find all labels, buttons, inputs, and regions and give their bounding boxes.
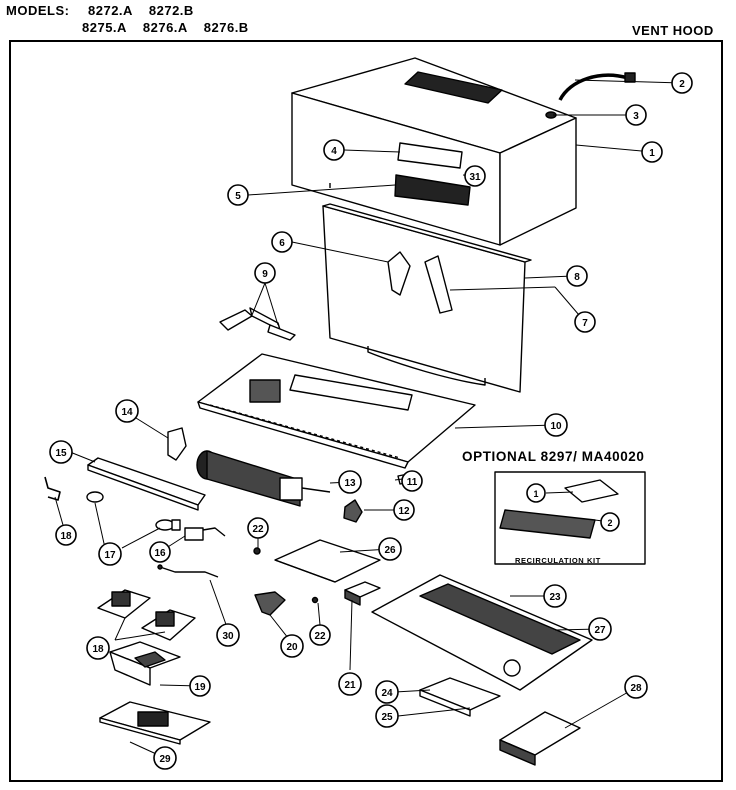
mounting-bracket-part: [274, 539, 381, 583]
hood-housing-part: [291, 57, 577, 246]
callout-17: 17: [104, 550, 116, 561]
grille-panel-part: [371, 574, 593, 691]
callout-22b: 22: [314, 631, 326, 642]
recirculation-kit-inset: [494, 471, 646, 565]
callout-18a: 18: [60, 531, 72, 542]
callout-8: 8: [574, 272, 580, 283]
callout-7: 7: [582, 318, 588, 329]
callout-4: 4: [331, 146, 337, 157]
fan-blower-part: [196, 450, 331, 507]
callout-23: 23: [549, 592, 561, 603]
callout-30: 30: [222, 631, 234, 642]
callout-16: 16: [154, 548, 166, 559]
switch-part: [97, 589, 196, 641]
bulb-part: [86, 491, 104, 503]
light-lens-part: [87, 457, 206, 511]
callout-21: 21: [344, 680, 356, 691]
back-panel-part: [322, 203, 532, 393]
callout-15: 15: [55, 448, 67, 459]
callout-31: 31: [469, 172, 481, 183]
bracket-part: [219, 307, 296, 341]
damper-part: [343, 499, 363, 523]
callout-26: 26: [384, 545, 396, 556]
callout-5: 5: [235, 191, 241, 202]
socket-part: [184, 527, 226, 541]
models-line-1: 8272.A 8272.B: [88, 3, 194, 18]
bottom-frame-part: [197, 353, 476, 469]
callout-22a: 22: [252, 524, 264, 535]
small-bracket-part: [167, 427, 187, 461]
switch-clip-part: [254, 591, 286, 616]
diagram-frame: [9, 40, 723, 782]
callout-2: 2: [679, 79, 685, 90]
callout-10: 10: [550, 421, 562, 432]
optional-kit-label: OPTIONAL 8297/ MA40020: [462, 449, 645, 464]
power-cord-part: [558, 73, 629, 101]
callout-14: 14: [121, 407, 133, 418]
callout-11: 11: [407, 477, 418, 488]
models-line-2: 8275.A 8276.A 8276.B: [82, 20, 249, 35]
charcoal-filter-part: [499, 711, 581, 766]
callout-18b: 18: [92, 644, 104, 655]
light-cover-part: [109, 641, 181, 686]
callout-circles: [49, 72, 693, 770]
callout-1: 1: [649, 148, 655, 159]
kit-callout-2: 2: [607, 518, 612, 528]
filter-part: [419, 677, 501, 717]
models-label: MODELS:: [6, 3, 70, 18]
recirculation-kit-label: RECIRCULATION KIT: [515, 556, 601, 565]
callout-28: 28: [630, 683, 642, 694]
callout-6: 6: [279, 238, 285, 249]
wire-harness-part: [159, 566, 219, 578]
wire-connector-part: [44, 476, 61, 501]
diagram-title: VENT HOOD: [632, 23, 714, 38]
screw-part: [253, 547, 261, 555]
callout-9: 9: [262, 269, 268, 280]
callout-27: 27: [594, 625, 606, 636]
callout-20: 20: [286, 642, 298, 653]
callout-24: 24: [381, 688, 393, 699]
kit-callout-1: 1: [533, 489, 538, 499]
callout-13: 13: [344, 478, 356, 489]
filter-sheet-part: [99, 701, 211, 745]
callout-19: 19: [194, 682, 206, 693]
callout-12: 12: [398, 506, 410, 517]
grille-clip-part: [344, 581, 381, 606]
callout-29: 29: [159, 754, 171, 765]
callout-25: 25: [381, 712, 393, 723]
callout-3: 3: [633, 111, 639, 122]
